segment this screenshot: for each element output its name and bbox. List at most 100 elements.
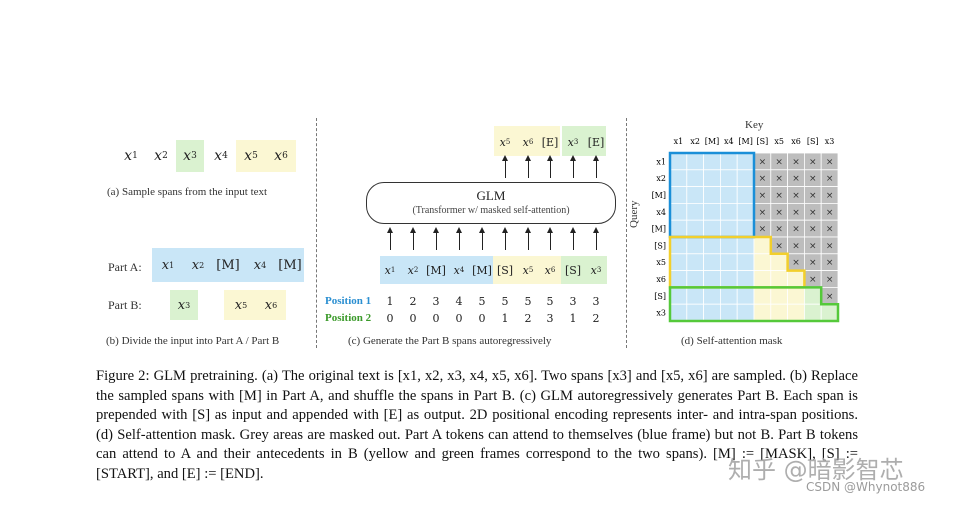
mask-cross: × bbox=[826, 292, 834, 302]
mask-cross: × bbox=[809, 174, 817, 184]
part-b-label: Part B: bbox=[108, 298, 142, 312]
position1-value: 5 bbox=[546, 295, 554, 308]
mask-cell bbox=[770, 286, 789, 305]
part-a-strip-bg bbox=[152, 248, 304, 282]
panel-b-caption: (b) Divide the input into Part A / Part … bbox=[106, 335, 280, 347]
mask-cell bbox=[720, 203, 738, 221]
arrow-up bbox=[547, 227, 553, 250]
query-tick: [M] bbox=[652, 191, 666, 200]
mask-cross: × bbox=[775, 241, 783, 251]
key-tick: x4 bbox=[724, 137, 734, 146]
mask-cell bbox=[669, 186, 688, 204]
mask-cell bbox=[686, 253, 704, 272]
mask-cell bbox=[720, 253, 738, 272]
mask-cross: × bbox=[792, 208, 800, 218]
mask-cell bbox=[803, 286, 822, 305]
mask-cell bbox=[720, 152, 738, 171]
input-span-bg bbox=[561, 256, 607, 284]
arrow-up bbox=[547, 155, 553, 178]
mask-cell bbox=[686, 169, 704, 187]
mask-cross: × bbox=[759, 174, 767, 184]
arrow-up bbox=[502, 227, 508, 250]
query-tick: x1 bbox=[656, 157, 666, 166]
mask-cross: × bbox=[792, 258, 800, 268]
mask-cross: × bbox=[759, 157, 767, 167]
mask-cross: × bbox=[826, 275, 834, 285]
arrow-up bbox=[456, 227, 462, 250]
key-tick: x6 bbox=[791, 137, 801, 146]
input-span-bg bbox=[380, 256, 493, 284]
mask-cell bbox=[787, 286, 805, 305]
mask-cell bbox=[736, 219, 755, 238]
mask-cell bbox=[686, 270, 704, 288]
key-tick: [S] bbox=[807, 137, 819, 146]
mask-cell bbox=[770, 303, 789, 322]
mask-cell bbox=[703, 270, 721, 288]
mask-cell bbox=[753, 303, 772, 322]
mask-cell bbox=[669, 270, 688, 288]
mask-cell bbox=[720, 270, 738, 288]
position1-value: 3 bbox=[569, 295, 577, 308]
mask-cell bbox=[770, 270, 789, 288]
key-tick: [S] bbox=[757, 137, 769, 146]
arrow-up bbox=[525, 227, 531, 250]
position2-value: 0 bbox=[432, 312, 440, 325]
part-a-token: [M] bbox=[278, 257, 302, 273]
position1-value: 4 bbox=[455, 295, 463, 308]
query-tick: [M] bbox=[652, 225, 666, 234]
mask-cell bbox=[703, 303, 721, 322]
mask-cell bbox=[669, 169, 688, 187]
arrow-up bbox=[502, 155, 508, 178]
arrow-up bbox=[570, 227, 576, 250]
mask-cross: × bbox=[809, 157, 817, 167]
mask-cell bbox=[736, 303, 755, 322]
position1-value: 1 bbox=[386, 295, 394, 308]
mask-cell bbox=[753, 253, 772, 272]
position1-value: 3 bbox=[592, 295, 600, 308]
mask-cell bbox=[803, 303, 822, 322]
mask-cross: × bbox=[759, 208, 767, 218]
mask-cell bbox=[720, 219, 738, 238]
gen-input-token: [M] bbox=[426, 263, 446, 277]
key-label: Key bbox=[745, 119, 764, 131]
glm-box: GLM (Transformer w/ masked self-attentio… bbox=[366, 182, 616, 224]
green-frame bbox=[668, 286, 840, 323]
mask-cell bbox=[787, 303, 805, 322]
mask-cross: × bbox=[792, 174, 800, 184]
position2-value: 0 bbox=[455, 312, 463, 325]
mask-cell bbox=[770, 253, 789, 272]
arrow-up bbox=[570, 155, 576, 178]
panel-separator bbox=[626, 118, 627, 348]
mask-cell bbox=[703, 253, 721, 272]
mask-cell bbox=[686, 236, 704, 255]
mask-cross: × bbox=[775, 191, 783, 201]
input-span-bg bbox=[493, 256, 561, 284]
mask-cross: × bbox=[826, 241, 834, 251]
mask-cross: × bbox=[792, 157, 800, 167]
position2-value: 1 bbox=[569, 312, 577, 325]
mask-cross: × bbox=[809, 258, 817, 268]
mask-cross: × bbox=[809, 275, 817, 285]
mask-cross: × bbox=[775, 157, 783, 167]
gen-input-token: [S] bbox=[496, 263, 514, 277]
mask-cell bbox=[669, 152, 688, 171]
mask-cell bbox=[686, 203, 704, 221]
mask-cell bbox=[720, 303, 738, 322]
position1-value: 5 bbox=[524, 295, 532, 308]
output-span-bg bbox=[494, 126, 560, 156]
mask-cell bbox=[686, 286, 704, 305]
glm-title: GLM bbox=[476, 188, 506, 203]
gen-input-token: [S] bbox=[564, 263, 582, 277]
position2-value: 0 bbox=[409, 312, 417, 325]
